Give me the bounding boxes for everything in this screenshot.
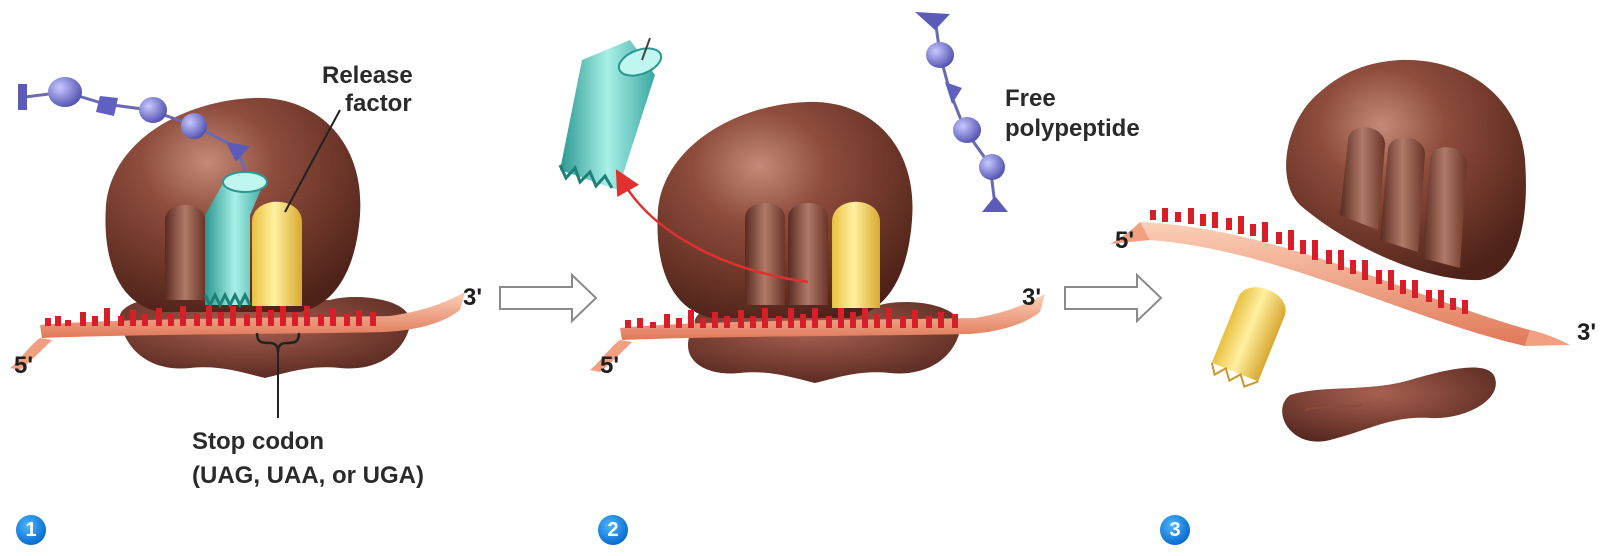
release-factor-label-1: Release bbox=[322, 62, 413, 90]
e-site bbox=[165, 205, 205, 300]
step-1-badge-icon: 1 bbox=[16, 515, 46, 545]
p-site bbox=[788, 203, 828, 305]
stop-codon-label-2: (UAG, UAA, or UGA) bbox=[192, 462, 424, 490]
ejected-trna bbox=[560, 38, 665, 190]
three-prime-end-label: 3' bbox=[1577, 319, 1596, 347]
free-polypeptide-label-1: Free bbox=[1005, 85, 1056, 113]
small-subunit bbox=[1282, 367, 1496, 441]
process-arrow-1 bbox=[500, 275, 596, 321]
five-prime-end-label: 5' bbox=[14, 352, 33, 380]
panel-2 bbox=[560, 12, 1045, 383]
stop-codon-label-1: Stop codon bbox=[192, 428, 324, 456]
process-arrow-2 bbox=[1065, 275, 1161, 321]
step-2-badge-icon: 2 bbox=[598, 515, 628, 545]
five-prime-end-label: 5' bbox=[1115, 227, 1134, 255]
three-prime-end-label: 3' bbox=[1022, 284, 1041, 312]
e-site bbox=[745, 203, 785, 305]
free-polypeptide bbox=[915, 12, 1008, 212]
three-prime-end-label: 3' bbox=[463, 284, 482, 312]
release-factor bbox=[832, 202, 880, 308]
panel-3 bbox=[1110, 60, 1570, 442]
release-factor bbox=[1208, 280, 1291, 390]
free-polypeptide-label-2: polypeptide bbox=[1005, 115, 1140, 143]
step-3-badge-icon: 3 bbox=[1160, 515, 1190, 545]
five-prime-end-label: 5' bbox=[600, 352, 619, 380]
release-factor bbox=[252, 202, 302, 306]
panel-1 bbox=[10, 77, 465, 418]
release-factor-label-2: factor bbox=[345, 90, 412, 118]
